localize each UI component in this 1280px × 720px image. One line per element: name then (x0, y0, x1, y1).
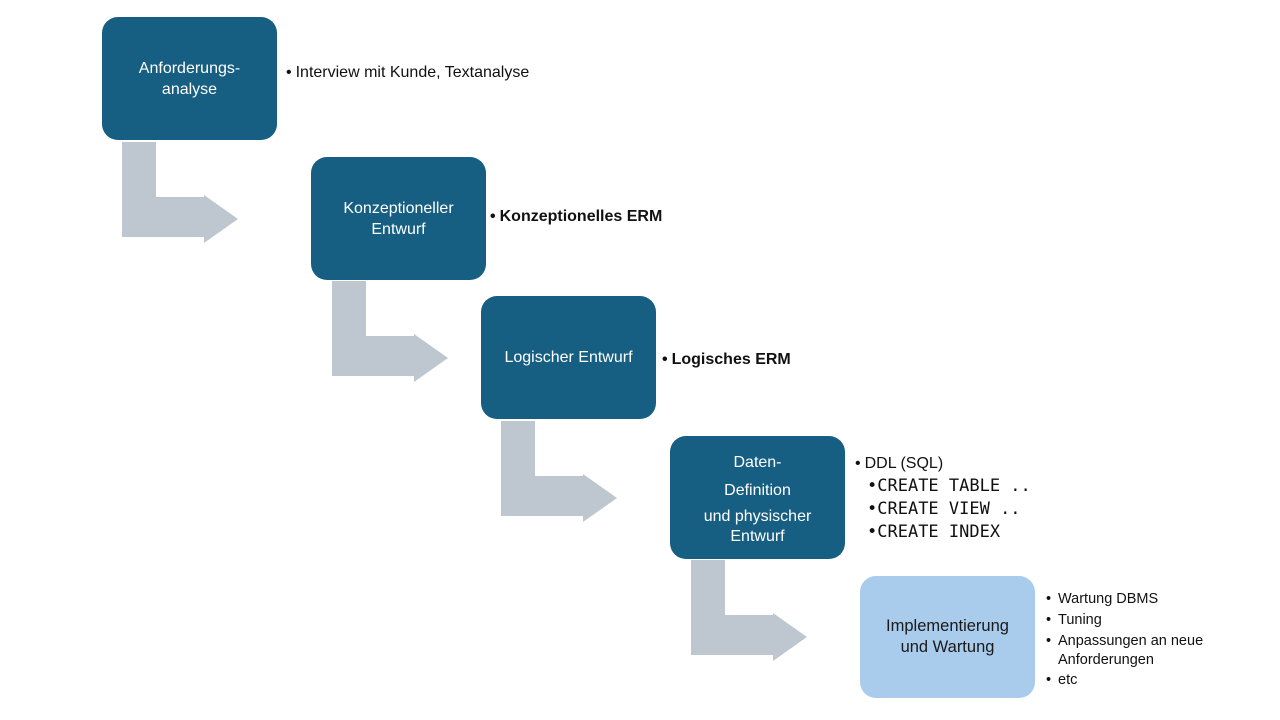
bullet-icon: • (662, 351, 668, 368)
list-item: •Wartung DBMS (1046, 591, 1159, 607)
step-label-line: Anforderungs- (138, 59, 241, 77)
note-step3: •Logisches ERM (662, 349, 791, 370)
list-item: •Tuning (1046, 612, 1102, 628)
bullet-icon: • (490, 208, 496, 225)
step-label-line: Logischer Entwurf (504, 349, 633, 366)
note-text: DDL (SQL) (864, 455, 944, 472)
sql-statement: •CREATE TABLE .. (867, 476, 1031, 496)
step-label-line: Entwurf (730, 527, 785, 545)
step-label-line: analyse (161, 80, 218, 98)
step-label-line: und physischer (703, 507, 812, 525)
sql-statement: •CREATE VIEW .. (867, 499, 1021, 519)
step-label-line: und Wartung (900, 638, 995, 656)
step-label-line: Entwurf (371, 220, 426, 238)
list-item: •Anpassungen an neue (1046, 633, 1204, 649)
bent-arrow-connector (501, 421, 617, 522)
step-box-logischer-entwurf: Logischer Entwurf (481, 296, 656, 419)
note-step5: •Wartung DBMS •Tuning •Anpassungen an ne… (1046, 590, 1203, 690)
bent-arrow-connector (122, 142, 238, 243)
bullet-icon: • (286, 64, 292, 81)
note-text: Logisches ERM (671, 351, 791, 368)
step-label-line: Konzeptioneller (343, 199, 454, 217)
note-text: Interview mit Kunde, Textanalyse (295, 64, 530, 81)
note-step1: •Interview mit Kunde, Textanalyse (286, 62, 529, 83)
step-box-anforderungsanalyse: Anforderungs- analyse (102, 17, 277, 140)
step-label-line: Definition (724, 481, 791, 499)
step-label-line: Implementierung (886, 617, 1009, 635)
note-step2: •Konzeptionelles ERM (490, 206, 662, 227)
note-text: Konzeptionelles ERM (499, 208, 663, 225)
note-main: •DDL (SQL) (855, 453, 1031, 474)
bent-arrow-connector (332, 281, 448, 382)
sql-statement: •CREATE INDEX (867, 522, 1001, 542)
bullet-icon: • (855, 455, 861, 472)
list-item: •etc (1046, 672, 1078, 688)
bent-arrow-connector (691, 560, 807, 661)
step-box-implementierung: Implementierung und Wartung (860, 576, 1035, 698)
step-box-daten-definition: Daten- Definition und physischer Entwurf (670, 436, 845, 559)
note-step4: •DDL (SQL) •CREATE TABLE .. •CREATE VIEW… (855, 453, 1031, 544)
list-item-continued: Anforderungen (1058, 652, 1154, 668)
step-label-line: Daten- (733, 453, 782, 471)
step-box-konzeptioneller-entwurf: Konzeptioneller Entwurf (311, 157, 486, 280)
